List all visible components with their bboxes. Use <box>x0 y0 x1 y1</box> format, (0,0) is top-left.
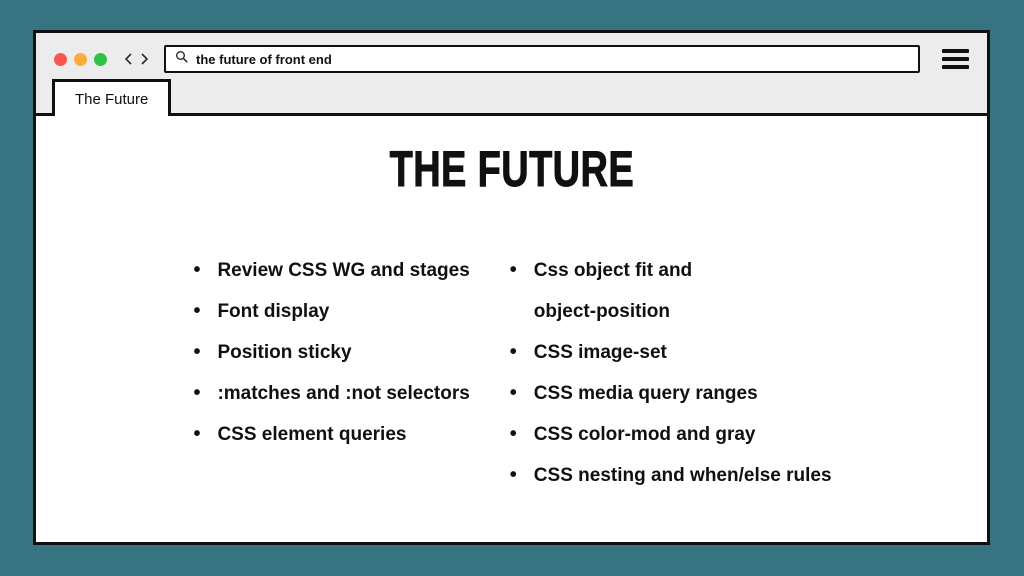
nav-arrows <box>123 52 150 66</box>
title-wrap: THE FUTURE <box>36 140 987 198</box>
bullet-columns: Review CSS WG and stages Font display Po… <box>36 250 987 496</box>
tab-the-future[interactable]: The Future <box>52 79 172 116</box>
list-item: CSS nesting and when/else rules <box>508 455 832 496</box>
list-item: CSS image-set <box>508 332 832 373</box>
list-item: Css object fit and object-position <box>508 250 832 332</box>
list-item: CSS color-mod and gray <box>508 414 832 455</box>
list-item: CSS media query ranges <box>508 373 832 414</box>
minimize-window-icon[interactable] <box>74 52 87 66</box>
tab-bar: The Future <box>36 79 987 116</box>
search-icon <box>175 50 189 69</box>
bullet-list-left: Review CSS WG and stages Font display Po… <box>191 250 469 496</box>
search-input[interactable]: the future of front end <box>164 45 920 73</box>
window-controls <box>54 52 107 66</box>
list-item: Review CSS WG and stages <box>191 250 469 291</box>
list-item: Position sticky <box>191 332 469 373</box>
slide-content: THE FUTURE Review CSS WG and stages Font… <box>36 116 987 542</box>
tab-label: The Future <box>75 90 149 108</box>
forward-icon[interactable] <box>140 52 150 66</box>
close-window-icon[interactable] <box>54 52 67 66</box>
search-query-text: the future of front end <box>196 51 332 67</box>
zoom-window-icon[interactable] <box>94 52 107 66</box>
browser-window: the future of front end The Future THE F… <box>33 30 990 545</box>
browser-toolbar: the future of front end <box>36 33 987 79</box>
list-item: CSS element queries <box>191 414 469 455</box>
list-item: :matches and :not selectors <box>191 373 469 414</box>
back-icon[interactable] <box>123 52 133 66</box>
list-item: Font display <box>191 291 469 332</box>
menu-icon[interactable] <box>942 49 969 69</box>
page-title: THE FUTURE <box>389 141 634 198</box>
bullet-list-right: Css object fit and object-position CSS i… <box>508 250 832 496</box>
browser-header: the future of front end The Future <box>36 33 987 116</box>
